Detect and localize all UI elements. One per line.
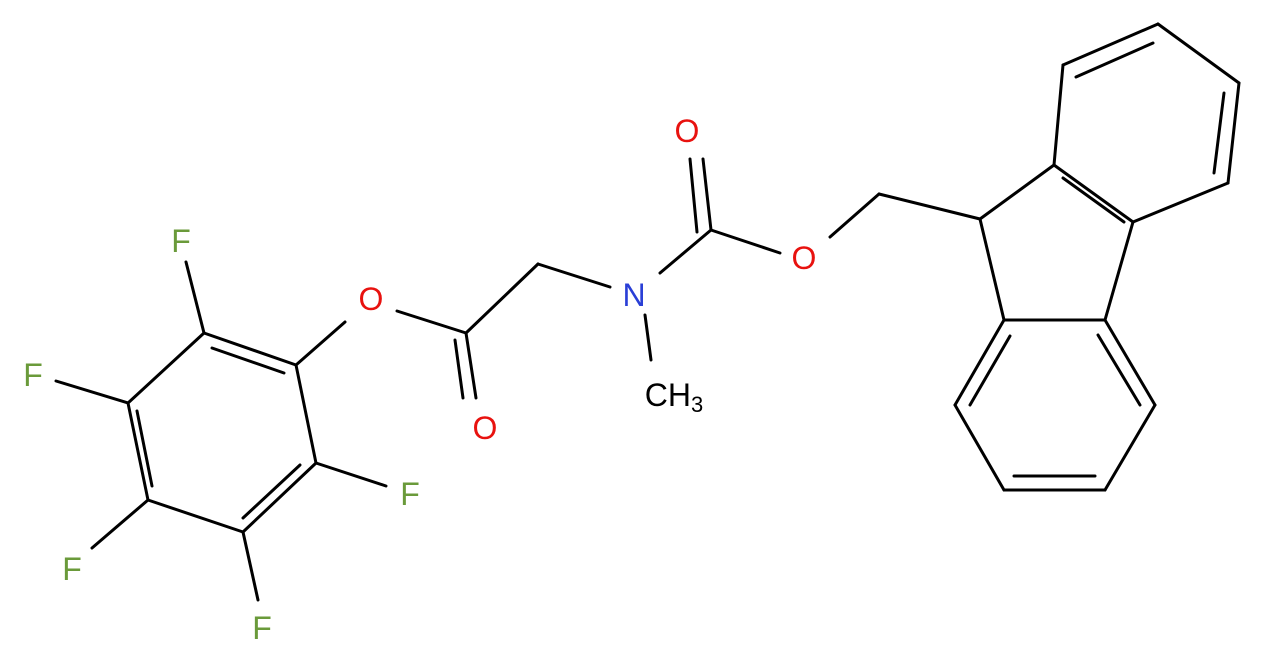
bond <box>877 192 982 221</box>
bond <box>953 318 1006 407</box>
bond <box>1061 176 1126 224</box>
bond <box>126 331 206 405</box>
pentafluorophenyl-ring <box>126 331 318 534</box>
bond <box>294 363 318 465</box>
atom-label-f: F <box>252 610 272 646</box>
atom-label-f: F <box>400 476 420 512</box>
bond <box>978 217 1006 322</box>
bond <box>1103 403 1157 492</box>
atom-label-o: O <box>473 410 498 446</box>
bond <box>1156 22 1241 85</box>
bond <box>184 260 206 335</box>
bond <box>536 262 612 289</box>
bond <box>241 463 302 520</box>
bond <box>464 331 478 400</box>
bond <box>395 309 468 335</box>
bond <box>978 163 1056 221</box>
atom-label-o: O <box>792 240 817 276</box>
atom-label-o: O <box>359 281 384 317</box>
bond <box>1103 318 1157 407</box>
bond <box>1096 333 1142 407</box>
bond <box>54 379 130 405</box>
bond <box>1052 63 1065 167</box>
atom-label-f: F <box>23 357 43 393</box>
atom-labels: F F F F F O O N CH3 O O <box>23 113 816 646</box>
bond <box>146 498 245 534</box>
atom-label-n: N <box>622 277 645 313</box>
atom-label-f: F <box>171 223 191 259</box>
bond <box>701 157 713 232</box>
bond <box>210 346 286 375</box>
atom-label-o: O <box>675 113 700 149</box>
bond <box>294 320 347 367</box>
bond <box>1131 181 1230 224</box>
bond <box>90 498 150 550</box>
bond <box>241 461 318 534</box>
bond <box>202 331 298 367</box>
bond <box>241 530 260 602</box>
bond <box>453 338 465 400</box>
bond <box>1103 220 1135 322</box>
fluorenyl-group <box>953 22 1241 492</box>
ester-group <box>294 262 612 400</box>
bond <box>1052 163 1135 224</box>
bond <box>135 409 154 488</box>
bond <box>1074 41 1155 79</box>
bond <box>953 403 1006 492</box>
bond <box>126 401 150 502</box>
atom-label-f: F <box>62 551 82 587</box>
bond <box>1061 22 1160 67</box>
bond <box>968 334 1012 407</box>
bond <box>688 157 699 234</box>
bond <box>643 313 653 362</box>
bond <box>709 228 782 255</box>
atom-label-methyl: CH3 <box>645 377 703 417</box>
bond <box>828 192 881 239</box>
bond <box>314 461 388 488</box>
carbamate-group <box>643 157 982 362</box>
bond <box>1226 81 1241 185</box>
bond <box>658 228 713 275</box>
bond <box>464 262 540 335</box>
fluorine-bonds <box>54 260 388 602</box>
bond <box>1212 91 1226 175</box>
